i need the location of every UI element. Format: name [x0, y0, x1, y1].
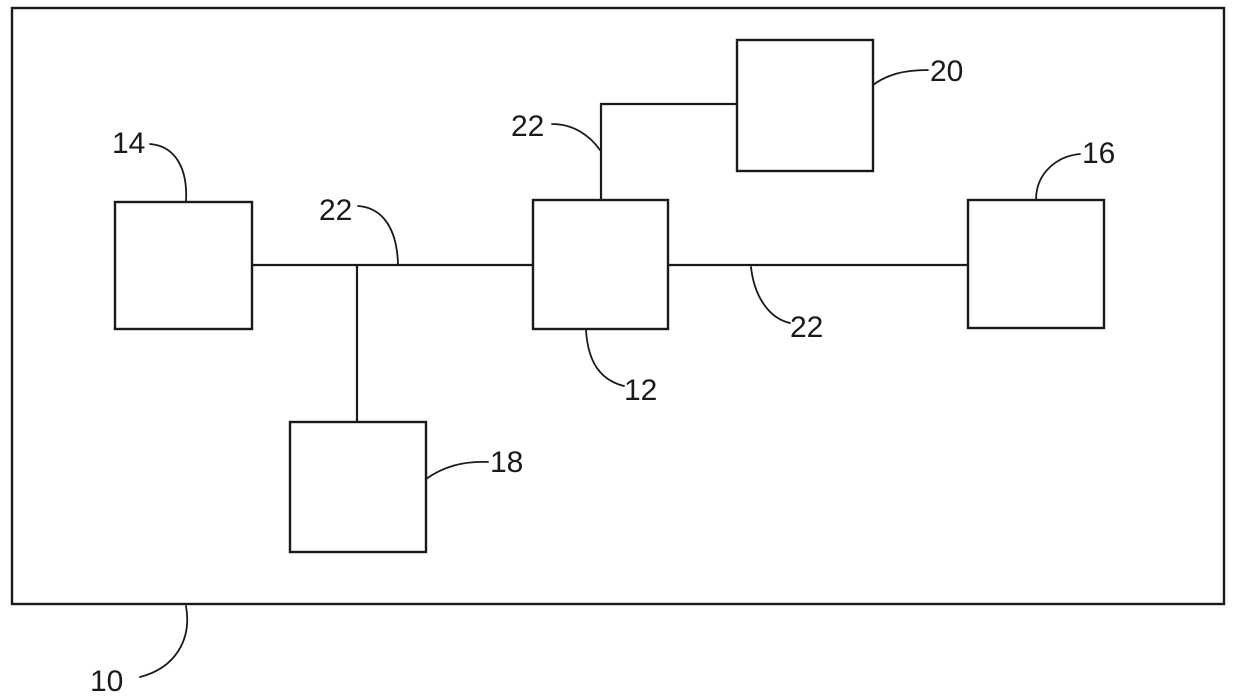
leader-10 — [140, 606, 187, 677]
ref-label-10: 10 — [90, 665, 123, 698]
leader-22-right — [751, 267, 790, 323]
leader-18 — [426, 462, 488, 479]
ref-label-22-right: 22 — [790, 311, 823, 344]
ref-label-14: 14 — [112, 127, 145, 160]
leader-16 — [1036, 154, 1080, 200]
wire-central-to-top-box — [601, 104, 737, 200]
ref-label-12: 12 — [624, 374, 657, 407]
ref-label-16: 16 — [1082, 137, 1115, 170]
component-box-12 — [533, 200, 668, 329]
leader-12 — [586, 330, 624, 386]
component-box-16 — [968, 200, 1104, 328]
component-box-14 — [115, 202, 252, 329]
leader-20 — [873, 70, 928, 85]
leader-22-left — [358, 206, 398, 264]
ref-label-22-top: 22 — [511, 110, 544, 143]
ref-label-22-left: 22 — [319, 194, 352, 227]
component-box-20 — [737, 40, 873, 171]
component-box-18 — [290, 422, 426, 552]
leader-14 — [150, 144, 186, 202]
leader-lines — [140, 70, 1080, 677]
ref-label-18: 18 — [490, 446, 523, 479]
leader-22-top — [552, 124, 600, 150]
ref-label-20: 20 — [930, 55, 963, 88]
